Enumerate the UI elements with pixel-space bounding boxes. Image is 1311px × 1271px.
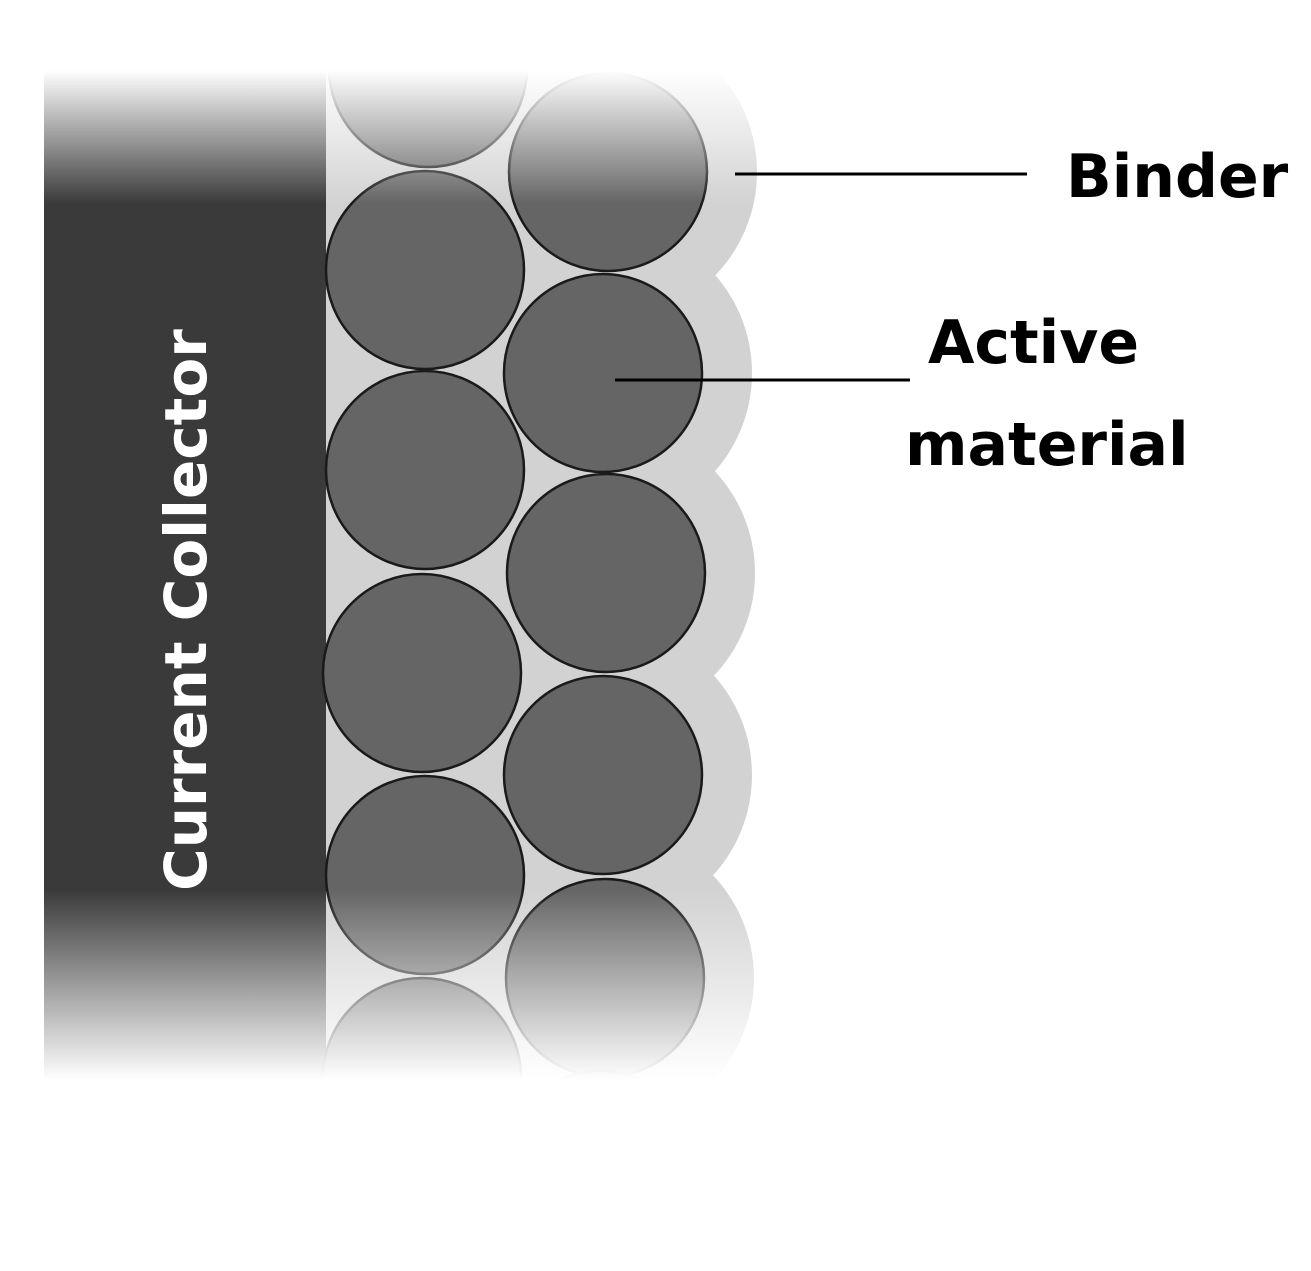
active-material-particle (502, 272, 704, 474)
active-material-particle (327, 0, 529, 169)
active-material-particles (321, 0, 709, 1271)
active-material-particle (505, 472, 707, 674)
active-material-label-line1: Active (928, 308, 1139, 378)
electrode-structure (44, 0, 757, 1271)
active-material-particle (499, 1069, 701, 1271)
active-material-particle (324, 774, 526, 976)
active-material-particle (321, 976, 523, 1178)
binder-label: Binder (1066, 142, 1289, 212)
active-material-particle (324, 169, 526, 371)
active-material-particle (502, 674, 704, 876)
current-collector-edge (44, 0, 326, 1271)
active-material-particle (504, 877, 706, 1079)
active-material-particle (507, 71, 709, 273)
active-material-particle (321, 572, 523, 774)
active-material-label-line2: material (905, 410, 1189, 480)
current-collector-label: Current Collector (152, 329, 220, 891)
active-material-particle (324, 369, 526, 571)
